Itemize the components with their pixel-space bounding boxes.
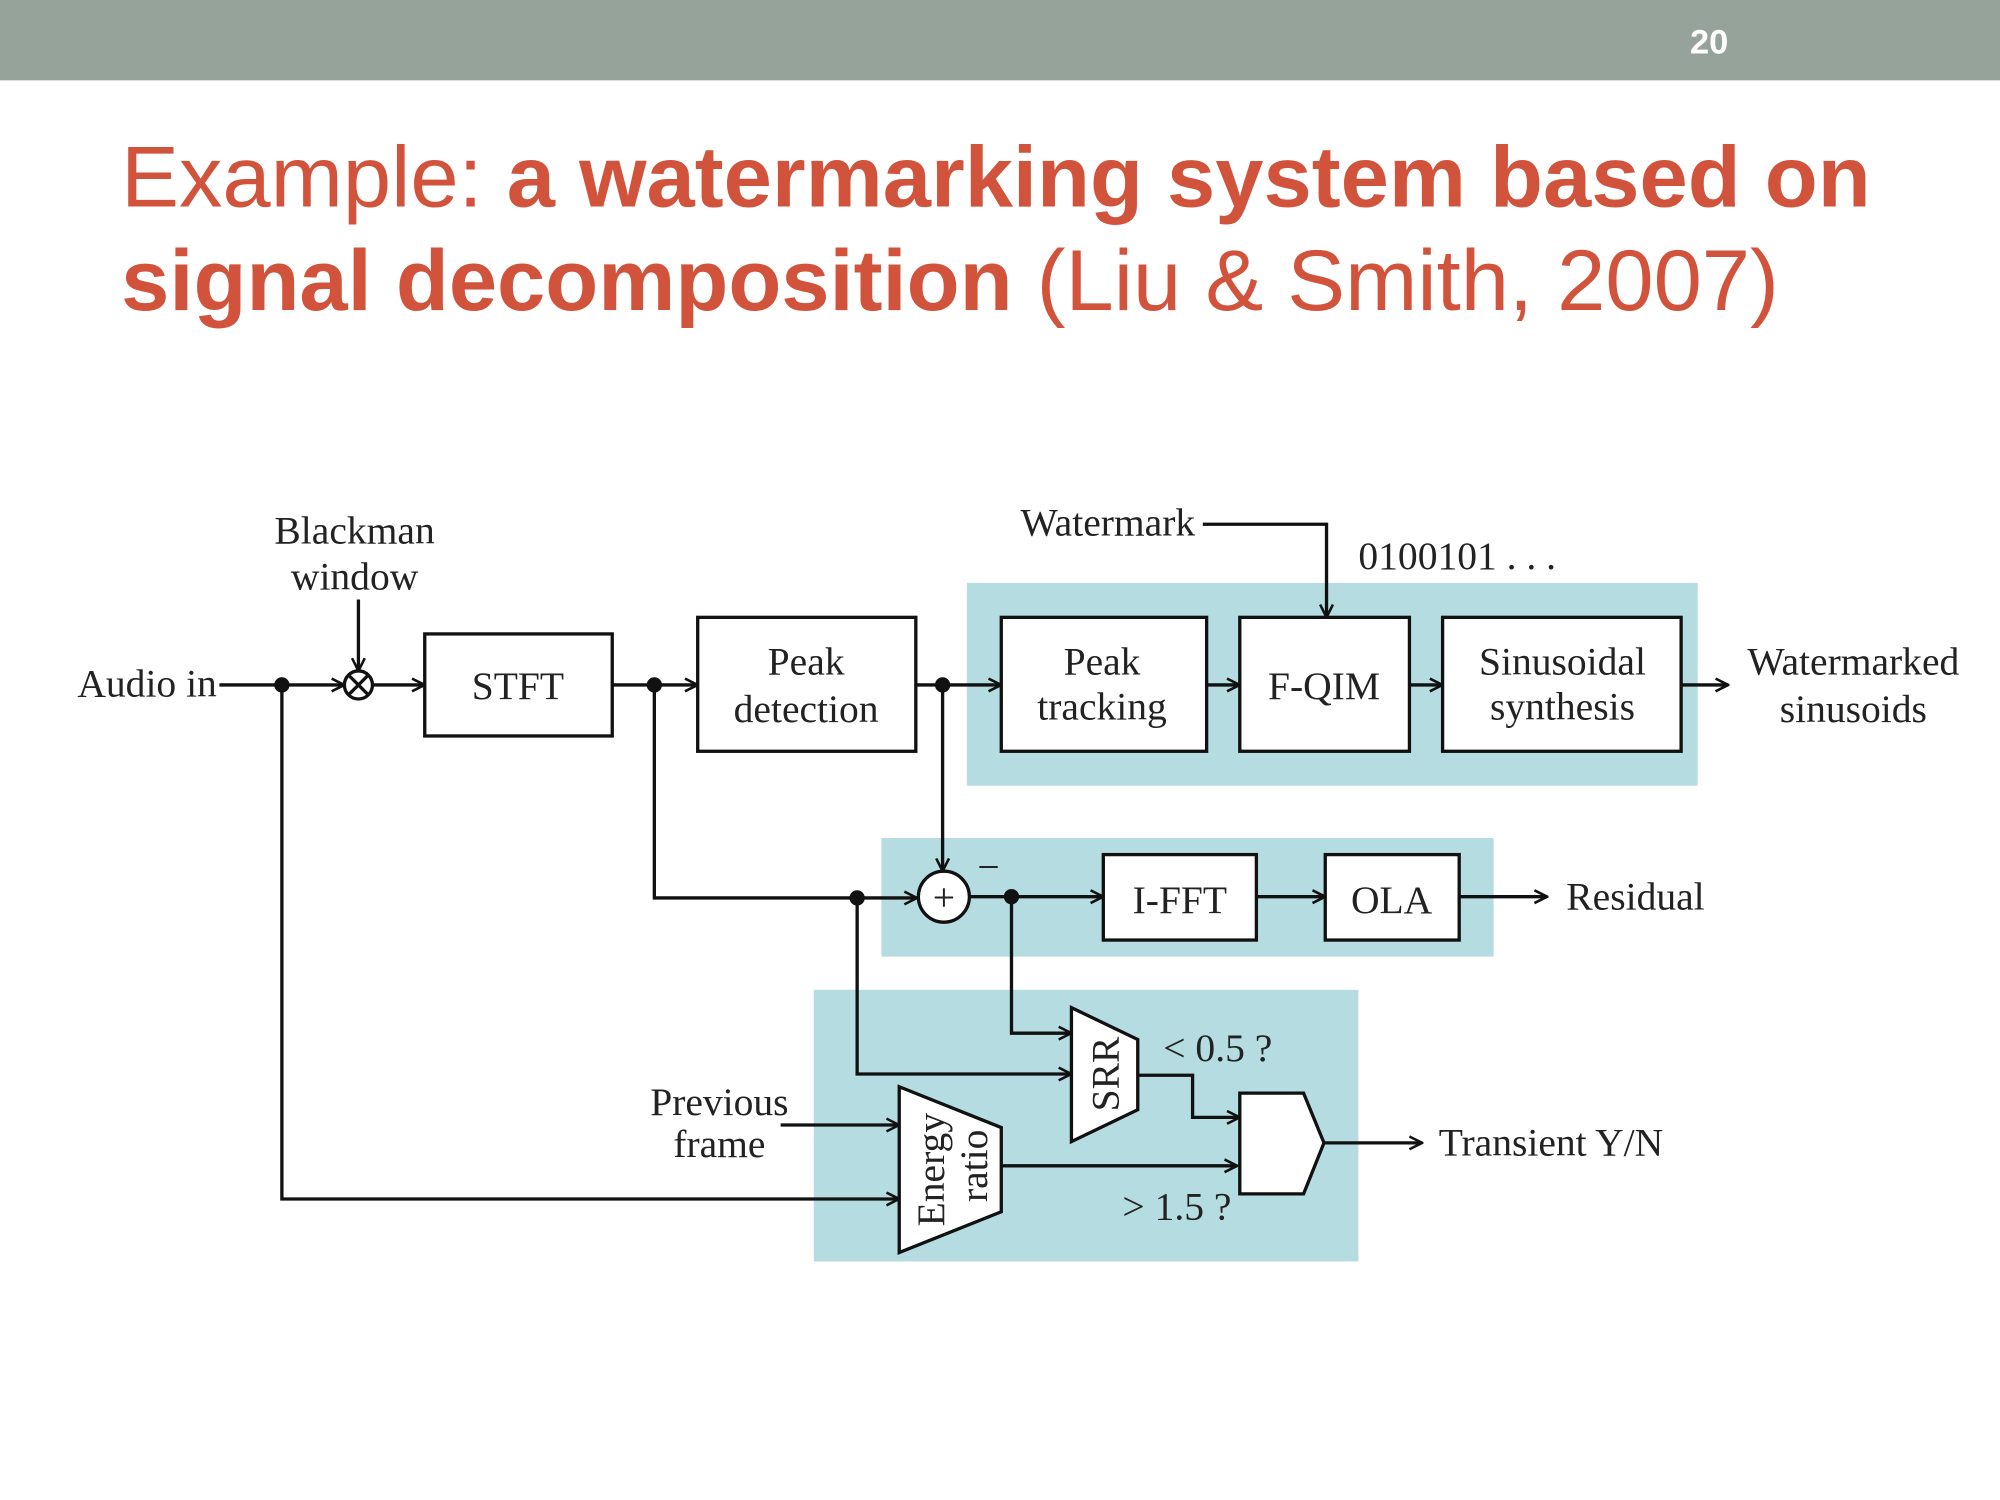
previous-frame-label-1: Previous [650, 1080, 788, 1124]
blackman-label-2: window [291, 554, 419, 598]
fqim-label: F-QIM [1268, 664, 1380, 708]
peak-detection-label-2: detection [734, 687, 879, 731]
energy-ratio-label-2: ratio [952, 1130, 996, 1202]
srr-block [1069, 1005, 1140, 1145]
audio-in-label: Audio in [77, 661, 217, 705]
title-prefix: Example: [121, 129, 507, 226]
junction-dot [849, 890, 865, 906]
watermark-label: Watermark [1021, 501, 1196, 545]
energy-ratio-label-1: Energy [909, 1113, 953, 1227]
srr-label: SRR [1084, 1036, 1128, 1111]
stft-label: STFT [472, 664, 564, 708]
multiplier-icon [342, 669, 375, 701]
stft-block [423, 632, 614, 738]
watermark-bits: 0100101 . . . [1358, 534, 1556, 578]
peak-tracking-label-1: Peak [1064, 640, 1141, 684]
srr-threshold: < 0.5 ? [1163, 1026, 1272, 1070]
title-bold-1: a watermarking system based on [507, 129, 1871, 226]
junction-dot [646, 677, 662, 693]
junction-dot [1003, 889, 1020, 905]
peak-detection-block [696, 615, 918, 753]
block-diagram: STFT Peak detection Peak tracking F-QIM … [77, 501, 1960, 1262]
ifft-label: I-FFT [1133, 878, 1227, 922]
sinusoidal-synthesis-label-1: Sinusoidal [1479, 640, 1646, 684]
adder-node [916, 869, 972, 924]
peak-tracking-label-2: tracking [1037, 684, 1167, 728]
fqim-block [1238, 615, 1412, 753]
title-citation: (Liu & Smith, 2007) [1013, 232, 1779, 329]
adder-plus: + [933, 876, 955, 920]
ifft-block [1101, 852, 1259, 942]
sinusoidal-synthesis-block [1440, 615, 1683, 753]
slide-title-line2: signal decomposition (Liu & Smith, 2007) [121, 232, 1779, 329]
energy-threshold: > 1.5 ? [1122, 1184, 1231, 1228]
junction-dot [934, 677, 951, 693]
header-bar [0, 0, 2000, 81]
page-number: 20 [1690, 24, 1728, 62]
previous-frame-label-2: frame [673, 1122, 765, 1166]
energy-ratio-block [897, 1084, 1003, 1256]
and-gate [1238, 1091, 1326, 1196]
sinusoidal-synthesis-label-2: synthesis [1490, 684, 1635, 728]
slide-title-line1: Example: a watermarking system based on [121, 129, 1871, 226]
title-bold-2: signal decomposition [121, 232, 1012, 329]
residual-label: Residual [1566, 874, 1704, 918]
watermarked-sinusoids-label-1: Watermarked [1747, 640, 1959, 684]
peak-detection-label-1: Peak [768, 640, 845, 684]
blackman-label-1: Blackman [274, 508, 435, 552]
watermarked-sinusoids-label-2: sinusoids [1780, 687, 1927, 731]
minus-sign: − [977, 845, 999, 889]
peak-tracking-block [999, 615, 1209, 753]
ola-block [1323, 852, 1461, 942]
ola-label: OLA [1351, 878, 1433, 922]
junction-dot [274, 677, 290, 693]
transient-label: Transient Y/N [1439, 1121, 1663, 1165]
